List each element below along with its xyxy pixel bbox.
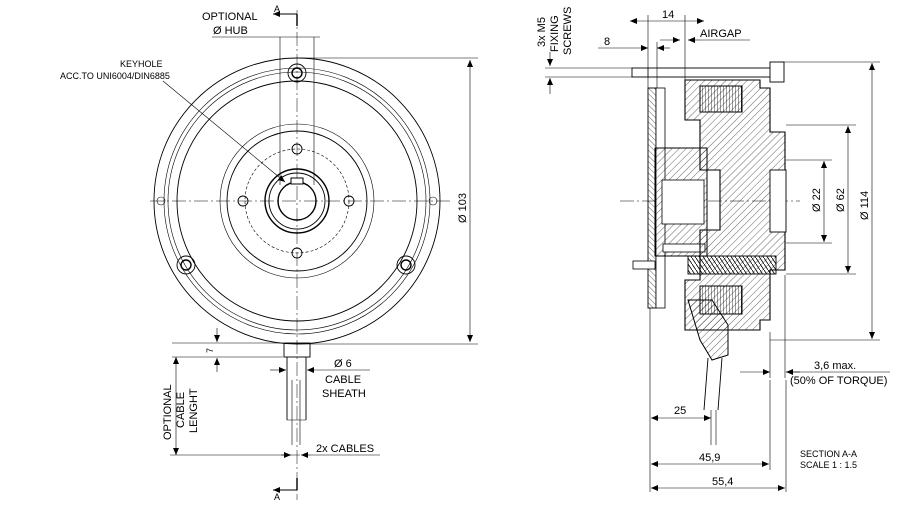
- hub-ring-circle: [268, 172, 326, 230]
- optional-cable-label-2: CABLE: [175, 392, 187, 428]
- section-title: SECTION A-A: [800, 449, 857, 459]
- section-marker-top: A: [273, 4, 298, 26]
- fixing-screw: [631, 67, 783, 78]
- keyway: [290, 177, 304, 185]
- hub-hole-top: [291, 143, 303, 155]
- shaft-bore: [769, 169, 787, 233]
- dia-22-label: Ø 22: [811, 188, 823, 212]
- dia-62-label: Ø 62: [835, 188, 847, 212]
- armature-circle: [219, 123, 375, 279]
- fixing-screws-label-1: 3x M5: [536, 17, 548, 47]
- fixing-screw-right: [396, 255, 416, 275]
- keyhole-standard-label: ACC.TO UNI6004/DIN6885: [60, 71, 170, 81]
- flange-hole-left: [156, 196, 166, 206]
- hub-hole-right: [343, 195, 355, 207]
- airgap-label: AIRGAP: [700, 28, 742, 40]
- body-circle: [176, 80, 418, 322]
- dim-45-9-label: 45,9: [699, 452, 720, 464]
- coil-top: [699, 85, 743, 113]
- cable-gland-section: [687, 299, 729, 361]
- section-label-top: A: [274, 4, 280, 14]
- front-view: A A OPTIONAL Ø HUB KEYHOLE ACC.TO UNI600…: [60, 4, 478, 502]
- cable-sheath-label-2: SHEATH: [322, 388, 366, 400]
- optional-hub-dia-label: Ø HUB: [213, 25, 248, 37]
- spring: [687, 255, 777, 275]
- dim-14-label: 14: [662, 9, 674, 21]
- cable-sheath-label: CABLE: [325, 374, 361, 386]
- hub-hole-left: [237, 195, 249, 207]
- dim-55-4-label: 55,4: [712, 476, 733, 488]
- cable-dia-label: Ø 6: [334, 358, 352, 370]
- hub-outer-circle: [264, 168, 330, 234]
- cable-section-2: [717, 357, 723, 411]
- dim-7-label: 7: [205, 348, 215, 353]
- keyhole-leader: [162, 80, 286, 183]
- screw-head: [769, 61, 785, 83]
- fixing-screws-label-3: SCREWS: [562, 7, 574, 55]
- section-label-bottom: A: [274, 492, 280, 502]
- fixing-screw-left: [176, 255, 196, 275]
- optional-cable-label-1: OPTIONAL: [162, 384, 174, 440]
- optional-cable-label-3: LENGHT: [188, 388, 200, 433]
- max-airgap-label: 3,6 max.: [814, 360, 856, 372]
- dia-114-label: Ø 114: [859, 191, 871, 220]
- hub-bore: [661, 179, 705, 225]
- cables-label: 2x CABLES: [316, 443, 374, 455]
- dia-103-label: Ø 103: [457, 193, 469, 223]
- cable-section-1: [703, 357, 709, 411]
- section-marker-bottom: A: [273, 478, 298, 502]
- max-torque-label: (50% OF TORQUE): [790, 375, 887, 387]
- outer-flange-circle: [153, 57, 441, 345]
- hub-hole-bottom: [291, 247, 303, 259]
- hub-bolt-circle: [244, 148, 350, 254]
- keyhole-label: KEYHOLE: [120, 59, 163, 69]
- fixing-screws-label-2: FIXING: [549, 15, 561, 52]
- fixing-screw-top: [287, 63, 307, 83]
- pin: [632, 260, 656, 270]
- optional-hub-label: OPTIONAL: [202, 11, 258, 23]
- flange-hole-right: [428, 196, 438, 206]
- armature-inner-circle: [226, 130, 368, 272]
- section-scale: SCALE 1 : 1.5: [800, 460, 857, 470]
- dim-25-label: 25: [674, 405, 686, 417]
- cable-gland: [283, 342, 311, 358]
- section-view: 3x M5 FIXING SCREWS 14 8 AIRGAP Ø 22 Ø 6…: [536, 7, 890, 492]
- hub-key: [662, 243, 706, 253]
- flange-step-circle: [167, 71, 427, 331]
- dim-8-label: 8: [604, 36, 610, 48]
